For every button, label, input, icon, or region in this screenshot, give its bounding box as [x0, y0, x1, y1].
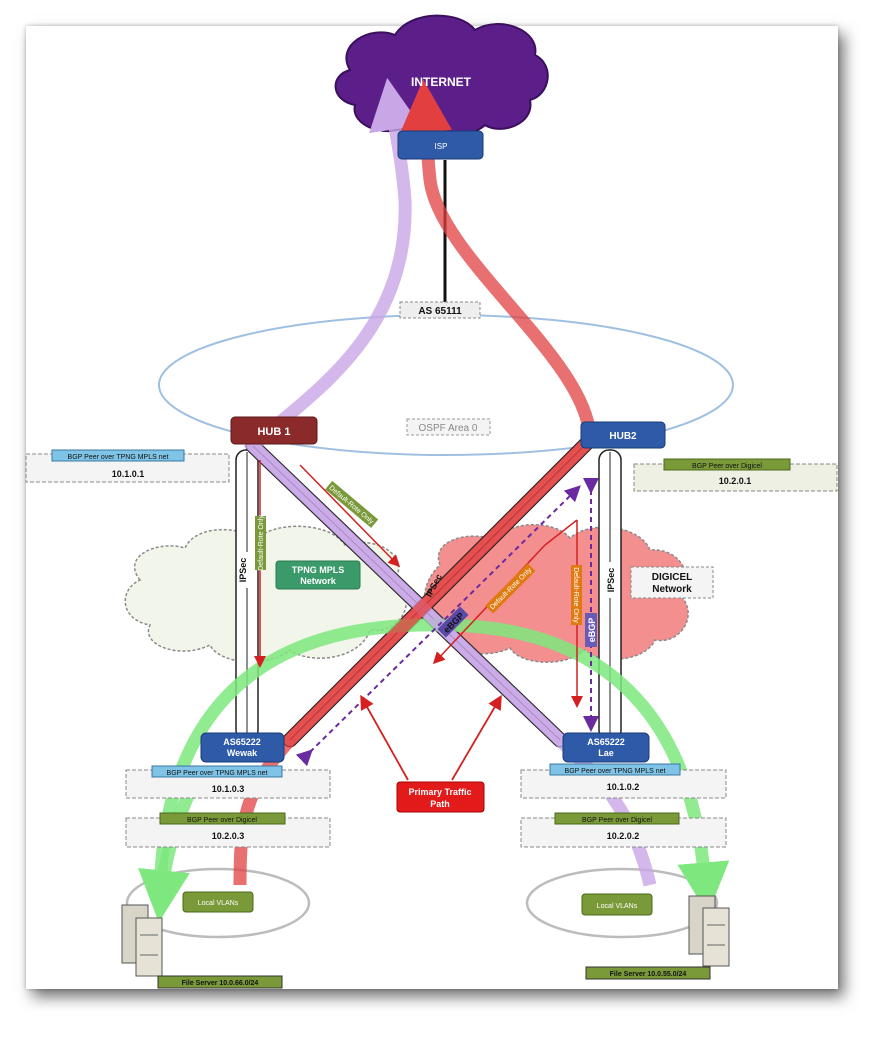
local-vlans-left-ellipse: [125, 867, 311, 939]
default-route-label-left: Default-Rote Only: [255, 515, 266, 571]
hub2-router[interactable]: HUB2: [580, 421, 666, 449]
digicel-label-box: DIGICEL Network: [630, 566, 714, 599]
svg-text:IPSec: IPSec: [606, 568, 616, 593]
file-server-right-label: File Server 10.0.55.0/24: [585, 966, 711, 980]
peer-box-lae-mpls: BGP Peer over TPNG MPLS net 10.1.0.2: [520, 763, 727, 799]
file-server-right-icon: [688, 895, 730, 967]
svg-text:Default-Rote Only: Default-Rote Only: [572, 567, 579, 623]
peer-box-hub2: BGP Peer over Digicel 10.2.0.1: [633, 458, 838, 492]
svg-text:10.2.0.2: 10.2.0.2: [607, 831, 640, 841]
red-traffic-path: [233, 79, 597, 886]
peer-box-hub1: BGP Peer over TPNG MPLS net 10.1.0.1: [25, 449, 230, 483]
svg-text:File Server 10.0.55.0/24: File Server 10.0.55.0/24: [610, 971, 687, 978]
svg-text:BGP Peer over Digicel: BGP Peer over Digicel: [582, 817, 652, 824]
lae-router[interactable]: AS65222 Lae: [562, 732, 650, 763]
svg-text:10.1.0.3: 10.1.0.3: [212, 784, 245, 794]
ebgp-label-vertical: eBGP: [585, 613, 597, 647]
tpng-label-line2: Network: [300, 576, 337, 586]
svg-text:Local VLANs: Local VLANs: [597, 903, 638, 910]
svg-text:File Server 10.0.66.0/24: File Server 10.0.66.0/24: [182, 980, 259, 987]
hub1-router[interactable]: HUB 1: [230, 416, 318, 445]
tpng-label-line1: TPNG MPLS: [292, 565, 345, 575]
as-label-box: AS 65111: [399, 301, 481, 319]
lae-label-line1: AS65222: [587, 737, 625, 747]
svg-text:10.2.0.3: 10.2.0.3: [212, 831, 245, 841]
primary-traffic-path-label: Primary Traffic Path: [396, 781, 485, 813]
peer-hub1-title: BGP Peer over TPNG MPLS net: [68, 454, 169, 461]
svg-text:BGP Peer over TPNG MPLS net: BGP Peer over TPNG MPLS net: [167, 770, 268, 777]
peer-box-wewak-mpls: BGP Peer over TPNG MPLS net 10.1.0.3: [125, 765, 331, 799]
ipsec-tunnel-left: [235, 449, 259, 741]
wewak-label-line2: Wewak: [227, 748, 258, 758]
svg-text:eBGP: eBGP: [587, 618, 597, 643]
file-server-left-icon: [121, 904, 163, 977]
file-server-left-label: File Server 10.0.66.0/24: [157, 975, 283, 989]
internet-label: INTERNET: [411, 75, 472, 89]
ospf-label-box: OSPF Area 0: [406, 418, 491, 436]
svg-text:BGP Peer over Digicel: BGP Peer over Digicel: [187, 817, 257, 824]
peer-hub2-ip: 10.2.0.1: [719, 476, 752, 486]
hub2-label: HUB2: [609, 431, 637, 442]
digicel-label-line1: DIGICEL: [652, 572, 693, 583]
hub1-label: HUB 1: [257, 426, 290, 438]
peer-box-wewak-digicel: BGP Peer over Digicel 10.2.0.3: [125, 812, 331, 848]
peer-box-lae-digicel: BGP Peer over Digicel 10.2.0.2: [520, 812, 727, 848]
isp-router[interactable]: ISP: [397, 130, 484, 160]
digicel-label-line2: Network: [652, 584, 692, 595]
lae-label-line2: Lae: [598, 748, 614, 758]
svg-text:Local VLANs: Local VLANs: [198, 900, 239, 907]
ipsec-label-right: IPSec: [605, 562, 616, 598]
svg-text:10.1.0.2: 10.1.0.2: [607, 782, 640, 792]
tpng-label-box: TPNG MPLS Network: [275, 560, 361, 590]
local-vlans-right-label: Local VLANs: [581, 893, 653, 916]
local-vlans-left-label: Local VLANs: [182, 891, 254, 913]
wewak-router[interactable]: AS65222 Wewak: [200, 732, 285, 763]
svg-text:BGP Peer over TPNG MPLS net: BGP Peer over TPNG MPLS net: [565, 768, 666, 775]
wewak-label-line1: AS65222: [223, 737, 261, 747]
ospf-label: OSPF Area 0: [419, 423, 478, 434]
svg-text:IPSec: IPSec: [238, 558, 248, 583]
peer-hub1-ip: 10.1.0.1: [112, 469, 145, 479]
primary-path-arrow-right: [451, 694, 502, 781]
as-label: AS 65111: [418, 306, 462, 317]
svg-text:Default-Rote Only: Default-Rote Only: [258, 515, 265, 571]
svg-text:Path: Path: [430, 799, 450, 809]
default-route-label-right: Default-Rote Only: [571, 565, 582, 625]
svg-text:Primary Traffic: Primary Traffic: [408, 787, 471, 797]
isp-label: ISP: [435, 142, 448, 151]
ipsec-label-left: IPSec: [237, 552, 248, 588]
peer-hub2-title: BGP Peer over Digicel: [692, 463, 762, 470]
primary-path-arrow-left: [360, 694, 409, 781]
